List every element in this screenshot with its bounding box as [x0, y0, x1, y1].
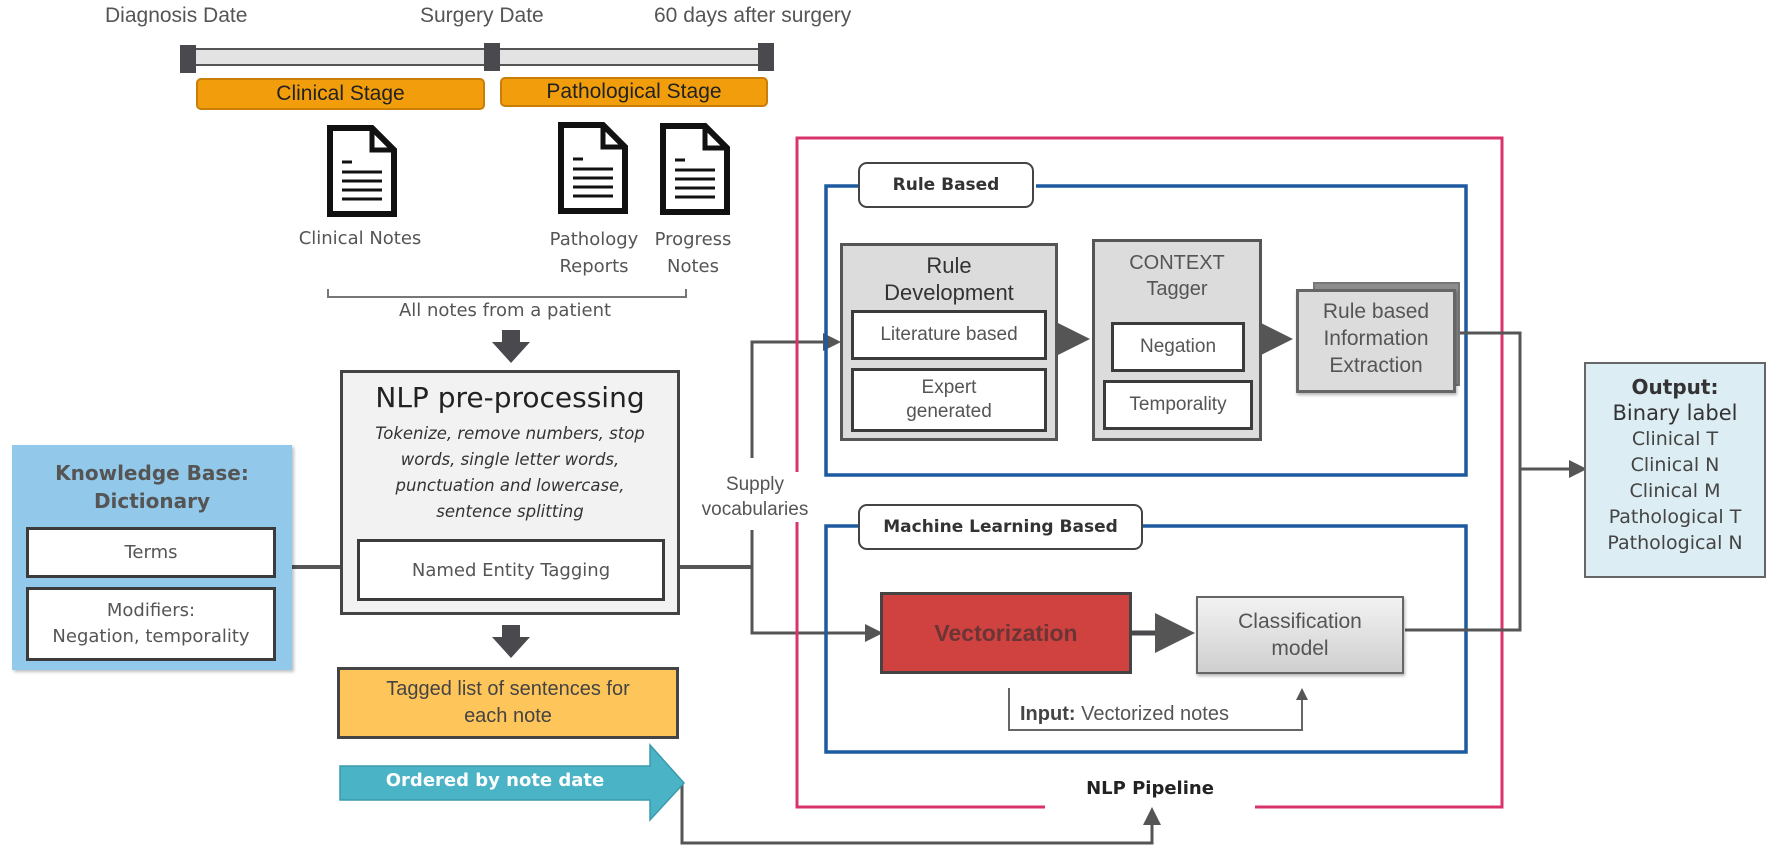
output-item: Clinical M — [1629, 480, 1721, 502]
supply-to-rule-arrow — [750, 333, 841, 458]
named-entity-tagging-box: Named Entity Tagging — [357, 539, 665, 601]
supply-to-ml-arrow — [750, 530, 883, 642]
document-icon — [558, 122, 628, 214]
vectorization-box: Vectorization — [880, 592, 1132, 674]
timeline-marker-60days — [758, 43, 774, 71]
negation-box: Negation — [1111, 322, 1245, 372]
preprocessing-panel: NLP pre-processing Tokenize, remove numb… — [340, 370, 680, 615]
preprocessing-description: Tokenize, remove numbers, stop words, si… — [375, 424, 645, 521]
document-icon — [327, 125, 397, 217]
timeline-label-surgery: Surgery Date — [420, 4, 544, 27]
tagged-list-box: Tagged list of sentences for each note — [337, 667, 679, 739]
document-label-pathology-reports: Pathology Reports — [549, 229, 639, 277]
timeline-marker-surgery — [484, 43, 500, 71]
literature-based-box: Literature based — [851, 310, 1047, 360]
merge-connector — [1405, 331, 1522, 632]
ordered-arrow-label: Ordered by note date — [385, 770, 605, 791]
clinical-stage-bar: Clinical Stage — [196, 78, 485, 110]
rule-based-frame — [824, 184, 1468, 477]
context-tagger-panel: CONTEXT Tagger Negation Temporality — [1092, 239, 1262, 441]
output-item: Pathological T — [1608, 506, 1742, 528]
timeline-label-diagnosis: Diagnosis Date — [105, 4, 248, 27]
knowledge-base-panel: Knowledge Base: Dictionary Terms Modifie… — [12, 445, 292, 670]
kb-item-terms: Terms — [26, 527, 276, 578]
notes-bracket-label: All notes from a patient — [398, 300, 612, 321]
ml-based-frame — [824, 524, 1468, 754]
output-item: Clinical N — [1630, 454, 1720, 476]
pipeline-frame — [795, 136, 1504, 809]
nlp-pipeline-label: NLP Pipeline — [1086, 778, 1214, 799]
notes-bracket — [327, 289, 687, 298]
supply-vocabularies-label: Supply vocabularies — [700, 472, 810, 522]
kb-item-modifiers: Modifiers: Negation, temporality — [26, 587, 276, 661]
timeline-bar — [180, 43, 774, 73]
pathological-stage-bar: Pathological Stage — [500, 77, 768, 107]
knowledge-base-title: Knowledge Base: Dictionary — [55, 461, 249, 513]
rule-based-tag: Rule Based — [858, 162, 1034, 208]
timeline-label-60days: 60 days after surgery — [654, 4, 852, 27]
document-label-progress-notes: Progress Notes — [654, 229, 732, 277]
output-item: Pathological N — [1607, 532, 1743, 554]
ordered-arrow-shape — [339, 743, 686, 822]
input-note-arrow — [1008, 688, 1308, 731]
down-arrow-icon — [492, 330, 530, 363]
down-arrow-icon — [492, 625, 530, 658]
preprocessing-title: NLP pre-processing — [375, 381, 645, 414]
classification-model-box: Classification model — [1196, 596, 1404, 674]
ordered-to-pipeline-arrow — [680, 783, 1161, 845]
temporality-box: Temporality — [1103, 380, 1253, 430]
document-label-clinical-notes: Clinical Notes — [298, 228, 422, 249]
rule-based-extraction-box: Rule based Information Extraction — [1296, 289, 1456, 393]
rule-development-title: Rule Development — [884, 253, 1014, 305]
expert-generated-box: Expert generated — [851, 368, 1047, 432]
timeline-marker-diagnosis — [180, 45, 196, 73]
output-title: Output: — [1631, 375, 1719, 399]
rule-development-panel: Rule Development Literature based Expert… — [840, 243, 1058, 441]
context-tagger-title: CONTEXT Tagger — [1129, 252, 1225, 300]
input-note-label: Input: Vectorized notes — [1020, 703, 1229, 725]
output-item: Clinical T — [1631, 428, 1719, 450]
document-icon — [660, 123, 730, 215]
output-box: Output: Binary label Clinical T Clinical… — [1584, 362, 1766, 578]
output-item: Binary label — [1612, 401, 1738, 425]
ml-based-tag: Machine Learning Based — [858, 504, 1143, 550]
